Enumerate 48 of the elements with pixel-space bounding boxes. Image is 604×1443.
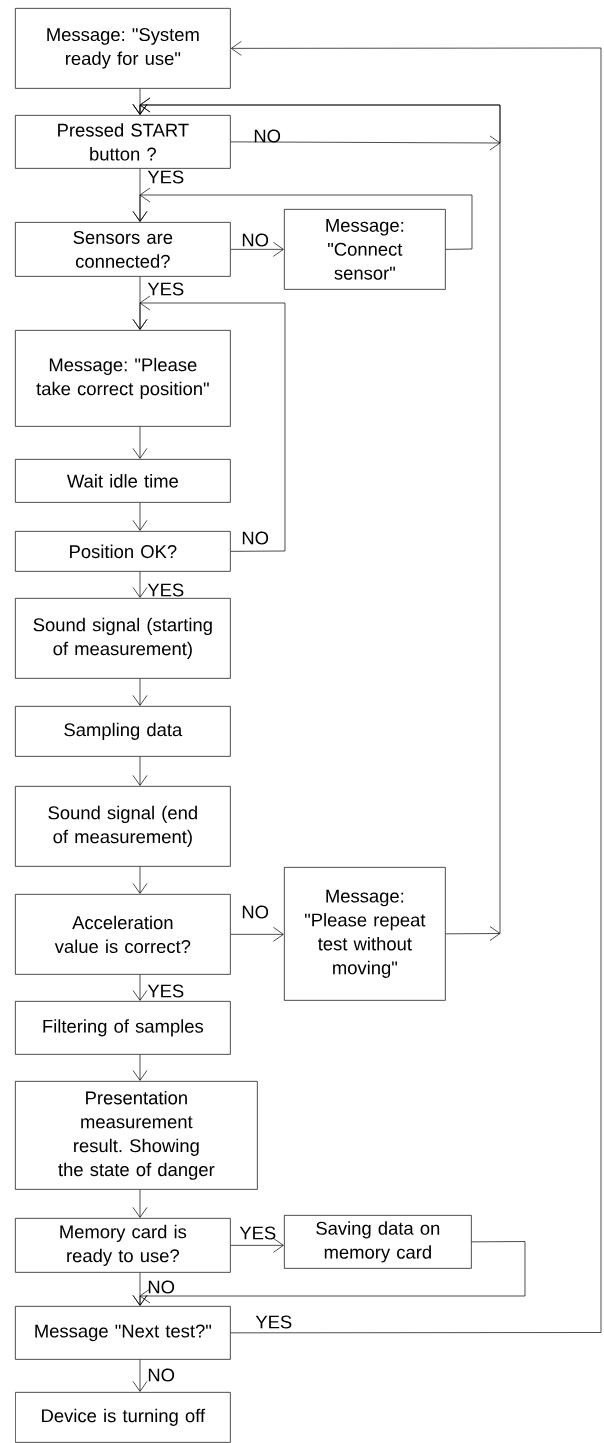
arrow — [230, 1238, 284, 1253]
process-box: Message: "Please repeat test without moving" — [284, 867, 446, 1001]
process-box: Message: "System ready for use" — [15, 8, 231, 89]
arrow — [132, 1189, 148, 1218]
process-box: Acceleration value is correct? — [15, 894, 231, 975]
process-box: Message: "Connect sensor" — [284, 209, 446, 290]
arrow — [132, 756, 148, 786]
process-box: Memory card is ready to use? — [15, 1218, 231, 1273]
edge-label: YES — [147, 984, 184, 998]
arrow — [132, 1054, 148, 1081]
arrow — [230, 41, 602, 1334]
arrow — [132, 571, 148, 598]
arrow — [132, 678, 148, 706]
edge-label: NO — [242, 233, 269, 247]
process-box: Wait idle time — [15, 459, 231, 503]
process-box: Pressed START button ? — [15, 115, 231, 169]
edge-label: NO — [242, 531, 269, 545]
arrow — [132, 974, 148, 1001]
process-box: Message "Next test?" — [15, 1306, 231, 1360]
process-box: Presentation measurement result. Showing the state of danger — [15, 1081, 258, 1190]
arrow — [132, 426, 148, 459]
edge-label: NO — [148, 1368, 175, 1382]
process-box: Sound signal (end of measurement) — [15, 786, 231, 867]
edge-label: YES — [255, 1315, 292, 1329]
process-box: Sensors are connected? — [15, 222, 231, 277]
arrow — [132, 295, 286, 552]
process-box: Message: "Please take correct position" — [15, 330, 231, 427]
process-box: Sound signal (starting of measurement) — [15, 598, 231, 679]
arrow — [132, 97, 501, 941]
process-box: Device is turning off — [15, 1392, 231, 1443]
arrow — [132, 1359, 148, 1392]
process-box: Sampling data — [15, 706, 231, 757]
arrow — [132, 1241, 526, 1306]
process-box: Filtering of samples — [15, 1001, 231, 1055]
process-box: Position OK? — [15, 531, 231, 572]
edge-label: YES — [147, 170, 184, 184]
edge-label: YES — [147, 282, 184, 296]
arrow — [132, 866, 148, 894]
edge-label: YES — [147, 583, 184, 597]
edge-label: YES — [239, 1226, 276, 1240]
arrow — [230, 927, 284, 942]
arrow — [230, 242, 284, 257]
arrow — [132, 187, 473, 250]
arrow — [132, 502, 148, 531]
process-box: Saving data on memory card — [284, 1215, 472, 1269]
edge-label: NO — [148, 1280, 175, 1294]
edge-label: NO — [254, 129, 281, 143]
edge-label: NO — [242, 905, 269, 919]
